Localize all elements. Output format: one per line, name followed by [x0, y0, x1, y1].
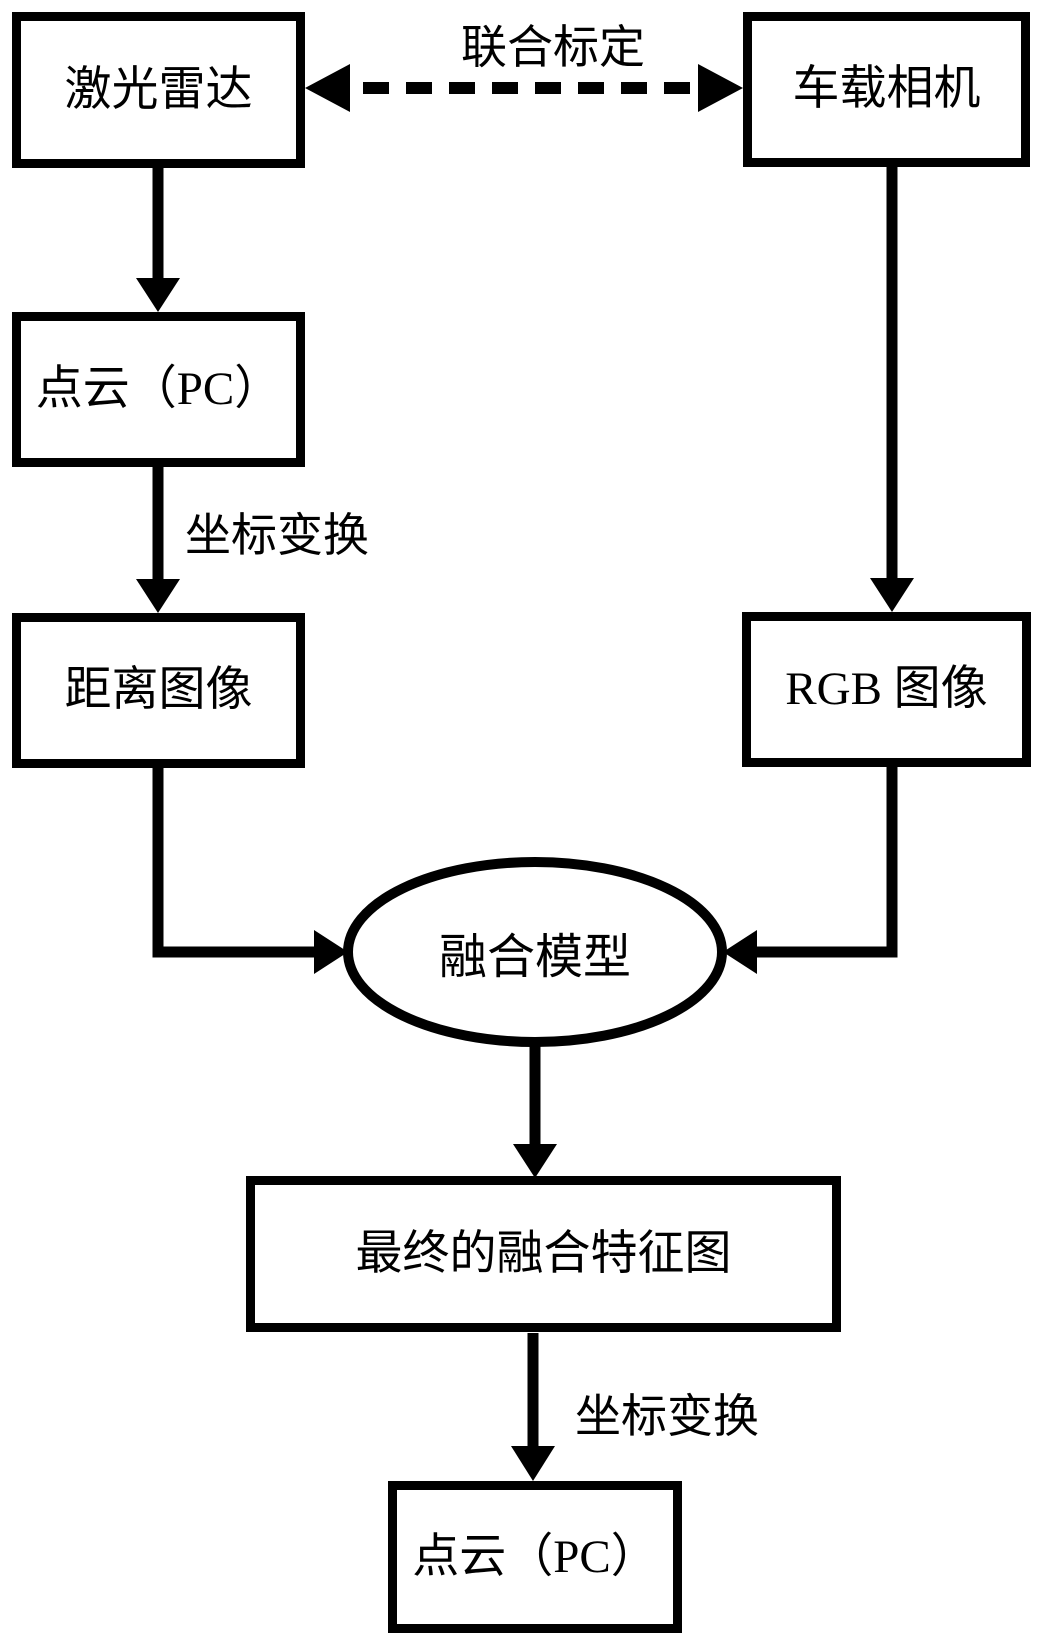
node-point-cloud-bottom: 点云（PC）: [388, 1481, 682, 1633]
joint-calibration-arrowhead-right: [698, 64, 743, 112]
arrowhead-rangeimage-to-fusion: [314, 930, 348, 974]
node-point-cloud-top: 点云（PC）: [12, 312, 305, 467]
edge-label-coordinate-transform-bottom: 坐标变换: [575, 1391, 759, 1442]
arrowhead-pointcloud-to-rangeimage: [136, 579, 180, 613]
node-fusion-model-label: 融合模型: [438, 931, 631, 984]
node-final-fused-feature-map: 最终的融合特征图: [246, 1176, 841, 1332]
arrowhead-rgbimage-to-fusion: [723, 930, 757, 974]
arrowhead-finalmap-to-pointcloud: [511, 1446, 555, 1481]
node-range-image: 距离图像: [12, 613, 305, 768]
node-camera: 车载相机: [743, 12, 1030, 167]
node-lidar: 激光雷达: [12, 12, 305, 168]
node-rgb-image: RGB 图像: [742, 612, 1031, 767]
elbow-rangeimage-to-fusion: [152, 768, 316, 958]
arrowhead-fusion-to-finalmap: [513, 1144, 557, 1178]
joint-calibration-arrowhead-left: [305, 64, 350, 112]
edge-label-joint-calibration: 联合标定: [461, 22, 645, 73]
edge-label-coordinate-transform-left: 坐标变换: [185, 510, 369, 561]
arrowhead-lidar-to-pointcloud: [136, 278, 180, 312]
elbow-rgbimage-to-fusion: [755, 767, 898, 958]
arrowhead-camera-to-rgbimage: [870, 578, 914, 612]
